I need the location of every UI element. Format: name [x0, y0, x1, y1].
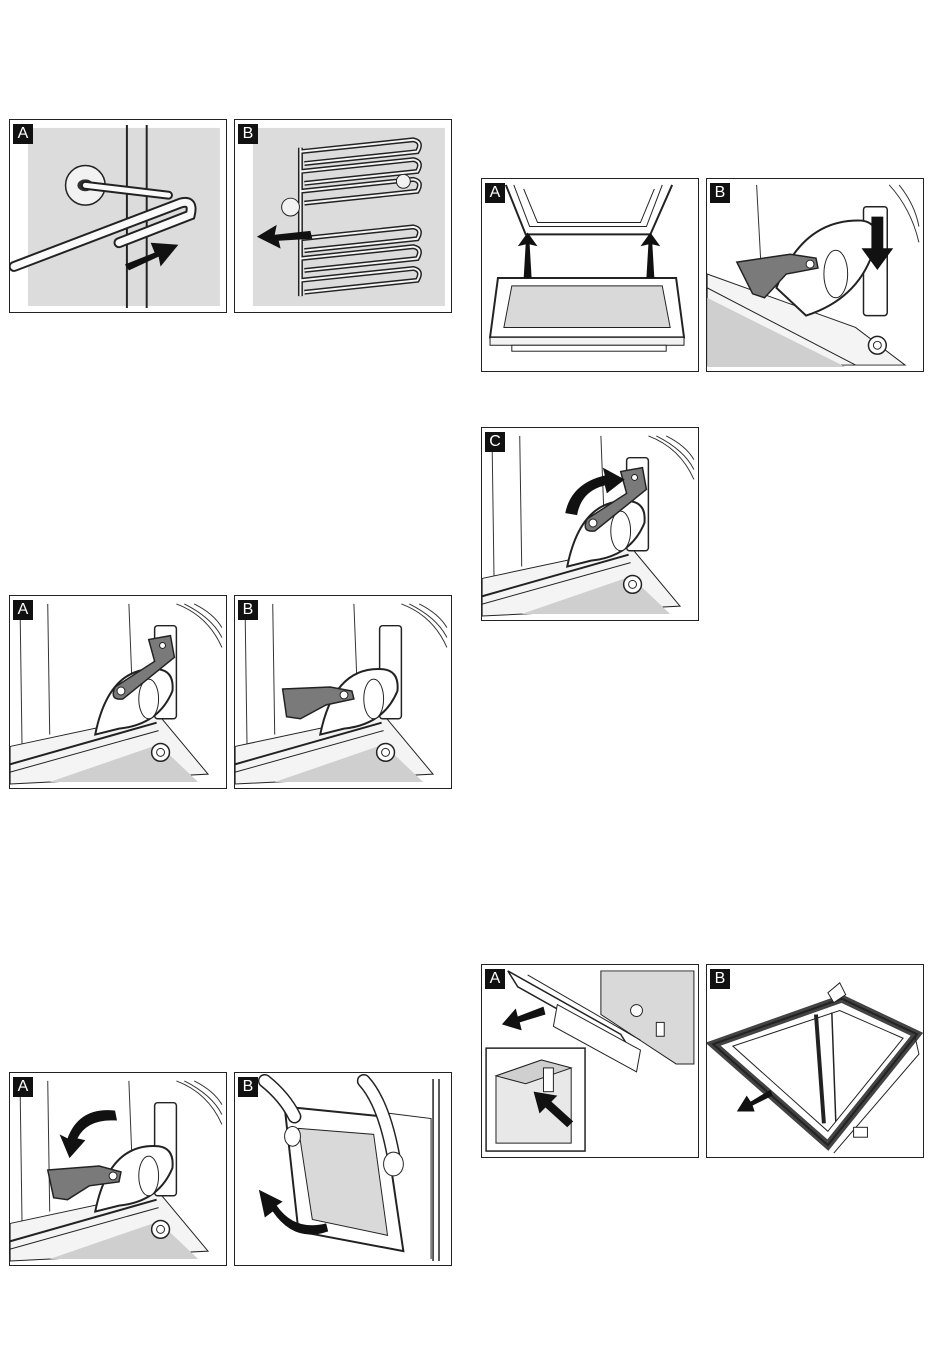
figure-4a-door-hinges: A: [481, 178, 699, 372]
panel-label: A: [485, 183, 505, 203]
rack-pin-illustration: [10, 120, 226, 312]
panel-label: B: [710, 969, 730, 989]
figure-6a-door-cover-release: A: [481, 964, 699, 1158]
panel-label: B: [238, 1077, 258, 1097]
rotate-arrow: [60, 1110, 117, 1158]
figure-4b-hinge-latch: B: [706, 178, 924, 372]
hinge-lever-up-illustration: [10, 596, 226, 788]
figure-6b-door-glass-removal: B: [706, 964, 924, 1158]
door-glass-removal-illustration: [707, 965, 923, 1157]
door-removal-illustration: [235, 1073, 451, 1265]
panel-label: A: [13, 124, 33, 144]
figure-1a-rack-pin: A: [9, 119, 227, 313]
hinge-lever-raise-illustration: [482, 428, 698, 620]
panel-label: B: [710, 183, 730, 203]
panel-label: C: [485, 432, 505, 452]
hinge-lever-down-illustration: [235, 596, 451, 788]
figure-2b-hinge-lever: B: [234, 595, 452, 789]
panel-label: B: [238, 124, 258, 144]
panel-label: B: [238, 600, 258, 620]
pull-left-arrow: [502, 1007, 546, 1031]
hinge-latch-illustration: [707, 179, 923, 371]
rack-illustration: [235, 120, 451, 312]
door-cover-release-illustration: [482, 965, 698, 1157]
figure-1b-rack-removal: B: [234, 119, 452, 313]
panel-label: A: [13, 1077, 33, 1097]
slide-arrow: [737, 1090, 773, 1112]
door-hinges-illustration: [482, 179, 698, 371]
figure-3b-door-removal: B: [234, 1072, 452, 1266]
hinge-lever-close-illustration: [10, 1073, 226, 1265]
panel-label: A: [13, 600, 33, 620]
figure-2a-hinge-lever: A: [9, 595, 227, 789]
panel-label: A: [485, 969, 505, 989]
figure-3a-hinge-lever-close: A: [9, 1072, 227, 1266]
figure-5c-hinge-lever-raise: C: [481, 427, 699, 621]
